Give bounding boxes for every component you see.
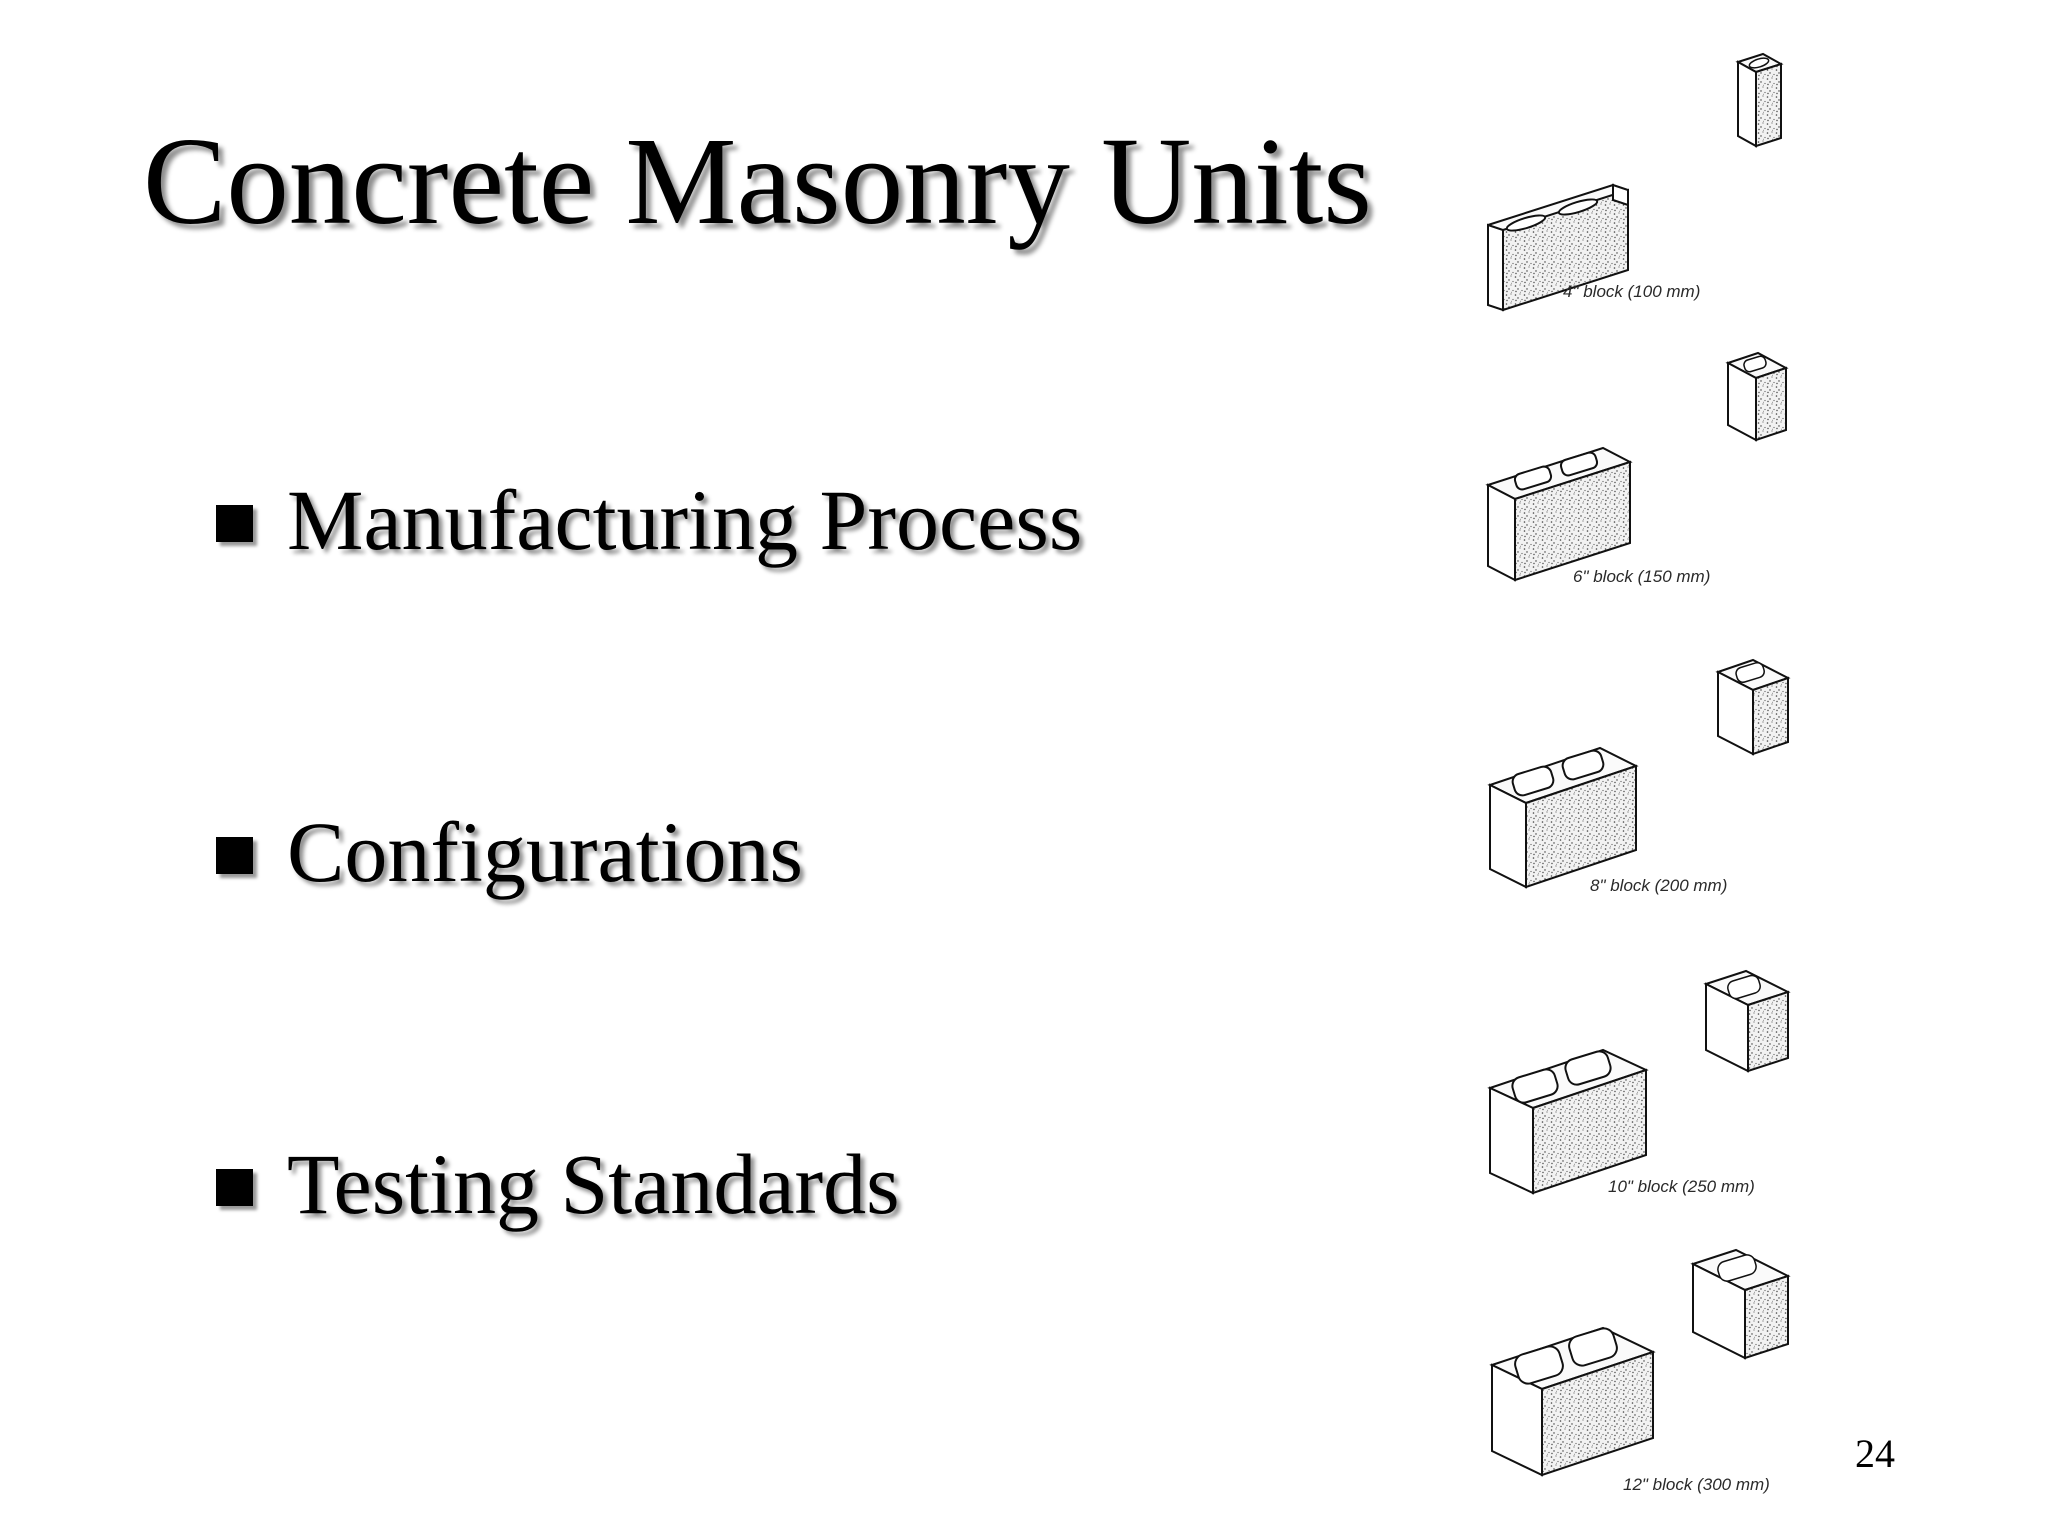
square-bullet-icon	[216, 505, 253, 542]
square-bullet-icon	[216, 1169, 253, 1206]
square-bullet-icon	[216, 837, 253, 874]
block-6-inch-drawing	[1485, 351, 1789, 582]
block-6-inch: 6" block (150 mm)	[1478, 340, 1858, 640]
block-10-inch: 10" block (250 mm)	[1478, 940, 1858, 1240]
block-caption: 12" block (300 mm)	[1623, 1475, 1770, 1494]
block-caption: 10" block (250 mm)	[1608, 1177, 1755, 1196]
block-4-inch-drawing	[1487, 52, 1784, 312]
block-caption: 8" block (200 mm)	[1590, 876, 1728, 895]
bullet-text: Manufacturing Process	[287, 472, 1083, 568]
block-caption: 4" block (100 mm)	[1563, 282, 1701, 301]
block-8-inch-drawing	[1487, 658, 1791, 889]
block-12-inch: 12" block (300 mm)	[1478, 1230, 1858, 1530]
bullet-text: Configurations	[287, 804, 803, 900]
page-number: 24	[1855, 1431, 1895, 1476]
slide-title: Concrete Masonry Units	[143, 113, 1372, 251]
block-12-inch-drawing	[1489, 1248, 1791, 1477]
block-caption: 6" block (150 mm)	[1573, 567, 1711, 586]
block-4-inch: 4" block (100 mm)	[1478, 50, 1858, 350]
block-8-inch: 8" block (200 mm)	[1478, 640, 1858, 940]
concrete-block-illustration: 4" block (100 mm) 6" block (150 mm)	[1478, 50, 1858, 1510]
bullet-text: Testing Standards	[287, 1136, 900, 1232]
block-10-inch-drawing	[1487, 969, 1791, 1195]
